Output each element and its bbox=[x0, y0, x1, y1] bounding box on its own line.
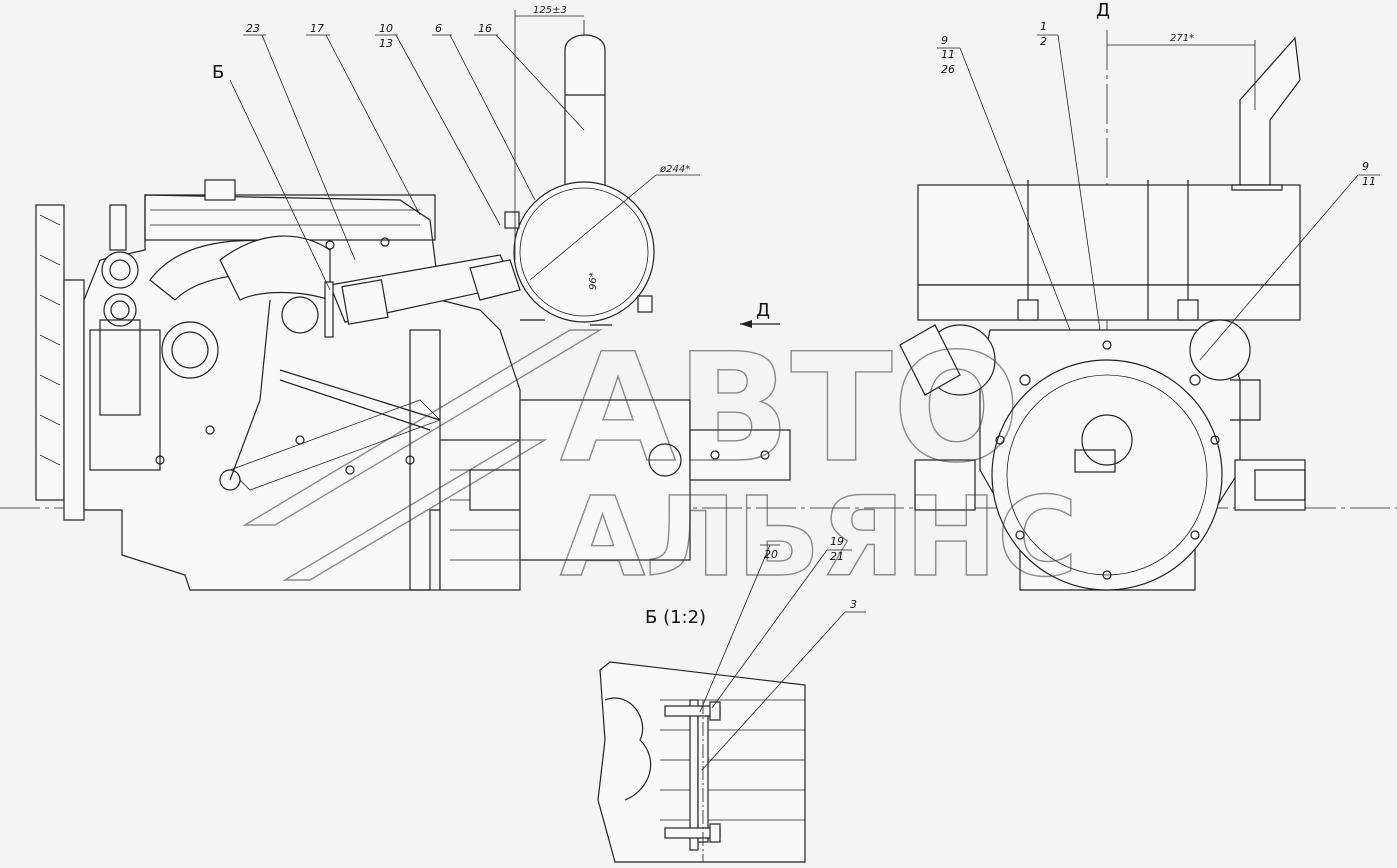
label-6: 6 bbox=[435, 22, 442, 35]
label-11-right: 11 bbox=[1362, 175, 1376, 188]
angled-stack bbox=[1239, 36, 1301, 186]
view-marks: Б Д Д Б (1:2) bbox=[212, 0, 1110, 628]
label-10: 10 bbox=[379, 22, 393, 35]
port-upper bbox=[101, 251, 139, 289]
engine-side-view bbox=[35, 179, 791, 591]
view-mark-d-top: Д bbox=[1096, 0, 1110, 21]
label-16: 16 bbox=[478, 22, 492, 35]
label-21: 21 bbox=[830, 550, 844, 563]
label-9-top: 9 bbox=[941, 34, 948, 47]
label-3: 3 bbox=[850, 598, 857, 611]
port-lower bbox=[103, 293, 137, 327]
watermark-line1: АВТО bbox=[560, 322, 1020, 496]
dim-96: 96* bbox=[588, 272, 599, 290]
watermark-line2: АЛЬЯНС bbox=[560, 473, 1078, 601]
watermark: АВТО АЛЬЯНС bbox=[242, 321, 1079, 602]
label-23: 23 bbox=[246, 22, 260, 35]
muffler-box bbox=[917, 184, 1301, 286]
label-17: 17 bbox=[310, 22, 324, 35]
label-1: 1 bbox=[1040, 20, 1047, 33]
view-mark-d-arrow: Д bbox=[756, 300, 770, 321]
turbocharger-outlet bbox=[161, 321, 219, 379]
muffler-side-view bbox=[504, 34, 655, 326]
label-26: 26 bbox=[941, 63, 955, 76]
muffler-body bbox=[513, 181, 655, 323]
flywheel bbox=[991, 359, 1223, 591]
detail-title: Б (1:2) bbox=[645, 607, 706, 628]
part-labels: 23 17 10 13 6 16 1 2 9 11 26 9 11 20 19 … bbox=[246, 20, 1376, 611]
flywheel-housing bbox=[519, 399, 691, 561]
engine-front-view bbox=[899, 36, 1306, 591]
label-9-right: 9 bbox=[1362, 160, 1369, 173]
label-11-top: 11 bbox=[941, 48, 955, 61]
label-20: 20 bbox=[764, 548, 778, 561]
exhaust-stack bbox=[564, 34, 606, 201]
leader-lines bbox=[229, 10, 1380, 771]
dim-125: 125±3 bbox=[533, 5, 567, 16]
label-13: 13 bbox=[379, 37, 393, 50]
detail-b bbox=[597, 661, 806, 863]
label-19: 19 bbox=[830, 535, 844, 548]
fan-blades bbox=[35, 204, 65, 501]
dim-271: 271* bbox=[1170, 33, 1194, 44]
dimension-text: 125±3 271* ø244* 96* bbox=[533, 5, 1194, 290]
dim-244: ø244* bbox=[659, 164, 690, 175]
label-2: 2 bbox=[1040, 35, 1047, 48]
view-mark-b: Б bbox=[212, 62, 224, 83]
